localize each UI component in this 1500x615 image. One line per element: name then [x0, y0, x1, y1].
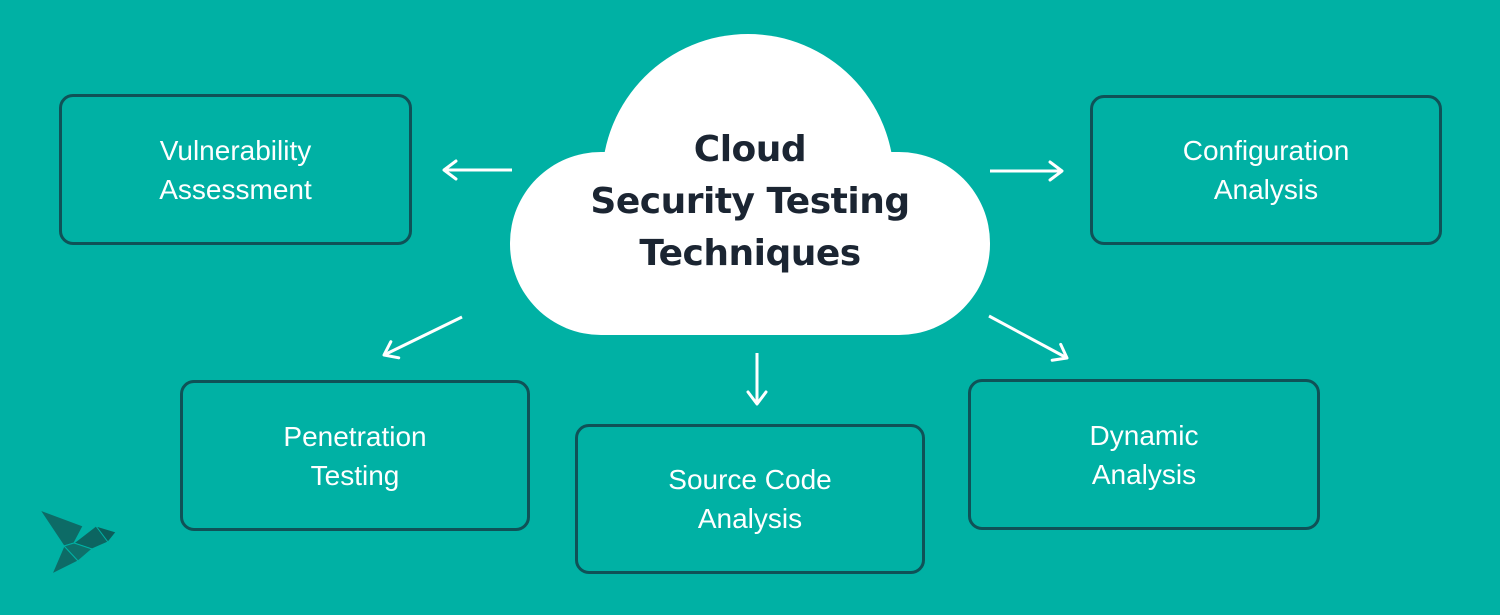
- box-source-code-analysis: Source Code Analysis: [575, 424, 925, 574]
- page-title-line-1: Cloud: [693, 129, 807, 170]
- box-vulnerability-assessment: Vulnerability Assessment: [59, 94, 412, 245]
- box-dynamic-analysis: Dynamic Analysis: [968, 379, 1320, 530]
- box-label-line: Analysis: [1091, 458, 1197, 490]
- page-title-line-2: Security Testing: [590, 181, 910, 222]
- box-configuration-analysis: Configuration Analysis: [1090, 95, 1442, 245]
- box-label-line: Assessment: [159, 173, 312, 205]
- box-label-line: Testing: [310, 459, 400, 491]
- page-title: Cloud Security Testing Techniques: [510, 124, 990, 280]
- page-title-line-3: Techniques: [639, 233, 861, 274]
- box-label-line: Penetration: [283, 420, 427, 452]
- box-label-line: Analysis: [1213, 174, 1319, 205]
- origami-bird-icon: [39, 509, 117, 575]
- box-label-line: Source Code: [668, 464, 832, 495]
- box-label-line: Configuration: [1182, 135, 1350, 166]
- box-label-line: Dynamic: [1089, 419, 1199, 451]
- box-penetration-testing: Penetration Testing: [180, 380, 530, 531]
- box-label-line: Vulnerability: [159, 134, 312, 166]
- box-label-line: Analysis: [697, 503, 803, 534]
